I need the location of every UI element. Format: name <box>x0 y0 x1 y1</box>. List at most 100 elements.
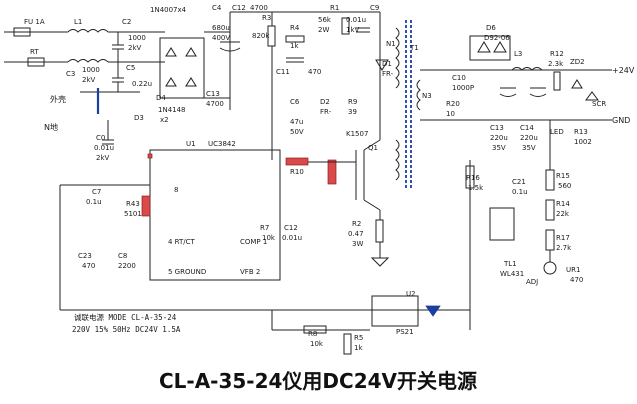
label-ur1-value: 470 <box>570 276 583 284</box>
label-c10: C10 <box>452 74 466 82</box>
label-c8: C8 <box>118 252 127 260</box>
optocoupler-body <box>371 295 419 327</box>
opto-led-icon <box>425 305 441 317</box>
thermistor-label: RT <box>30 48 39 56</box>
label-r3-value: 820k <box>252 32 270 40</box>
label-r14: R14 <box>556 200 570 208</box>
label-led: LED <box>550 128 564 136</box>
control-ic: U1 UC3842 8 4 RT/CT 5 GROUND COMP 1 VFB … <box>59 140 470 311</box>
label-r15: R15 <box>556 172 570 180</box>
label-r43: R43 <box>126 200 140 208</box>
label-c2: C2 <box>122 18 131 26</box>
label-tl1-part: WL431 <box>500 270 524 278</box>
label-zd2: ZD2 <box>570 58 585 66</box>
label-r10: R10 <box>290 168 304 176</box>
label-c13-left: C13 <box>206 90 220 98</box>
fuse-label: FU 1A <box>24 18 45 26</box>
label-r13: R13 <box>574 128 588 136</box>
ic-part: UC3842 <box>208 140 236 148</box>
label-c13: C13 <box>490 124 504 132</box>
choke-coil-top <box>67 29 109 33</box>
label-r4: R4 <box>290 24 300 32</box>
label-c9: C9 <box>370 4 379 12</box>
label-r20: R20 <box>446 100 460 108</box>
r2-highlight <box>327 159 337 185</box>
output-plus-label: +24V <box>612 66 635 75</box>
highlighted-resistors <box>141 157 337 217</box>
label-u2: U2 <box>406 290 416 298</box>
diagram-caption: CL-A-35-24仪用DC24V开关电源 <box>159 369 477 393</box>
fuse-symbol <box>13 27 31 37</box>
label-c11: C11 <box>276 68 290 76</box>
model-note: 诚联电源 MODE CL-A-35-24 220V 15% 50Hz DC24V… <box>72 312 181 334</box>
label-r43-value: 5101 <box>124 210 142 218</box>
label-c21-value: 0.1u <box>512 188 528 196</box>
label-r2-value: 0.47 <box>348 230 364 238</box>
label-c13-left-value: 4700 <box>206 100 224 108</box>
choke-coil-bottom <box>67 59 109 63</box>
ic-pin-4: 4 RT/CT <box>168 238 196 246</box>
r43-body <box>141 195 151 217</box>
label-r12: R12 <box>550 50 564 58</box>
label-c9-value: 0.01u <box>346 16 366 24</box>
label-ur1: UR1 <box>566 266 580 274</box>
ic-ref: U1 <box>186 140 196 148</box>
label-c3-rating: 2kV <box>82 76 96 84</box>
choke-label: L1 <box>74 18 82 26</box>
shell-label: 外壳 <box>50 94 66 104</box>
label-c6: C6 <box>290 98 300 106</box>
label-r1: R1 <box>330 4 339 12</box>
label-c13-rating: 35V <box>492 144 506 152</box>
label-c4: C4 <box>212 4 222 12</box>
label-adj: ADJ <box>526 278 538 286</box>
label-r12-value: 2.3k <box>548 60 564 68</box>
label-n3: N3 <box>422 92 432 100</box>
label-d3-count: x2 <box>160 116 169 124</box>
label-c0-value: 0.01u <box>94 144 114 152</box>
label-r15-value: 560 <box>558 182 571 190</box>
label-c12-top: C12 <box>232 4 246 12</box>
feedback-network <box>271 120 557 355</box>
label-d1: D1 <box>382 60 392 68</box>
label-r7-value: 10k <box>262 234 276 242</box>
bridge-rectifier <box>159 31 230 99</box>
label-c7: C7 <box>92 188 101 196</box>
label-r8: R8 <box>308 330 317 338</box>
label-d6: D6 <box>486 24 496 32</box>
label-c12-fb: C12 <box>284 224 298 232</box>
label-c5: C5 <box>126 64 135 72</box>
r10-body <box>285 157 309 166</box>
label-c23: C23 <box>78 252 92 260</box>
label-c4-value: 680u <box>212 24 230 32</box>
component-labels: C2 1000 2kV C3 1000 2kV C5 0.22u 1N4007x… <box>66 4 606 352</box>
label-c4-rating: 400V <box>212 34 230 42</box>
label-t1: T1 <box>409 44 419 52</box>
model-note-line1: 诚联电源 MODE CL-A-35-24 <box>74 312 177 322</box>
label-r16: R16 <box>466 174 480 182</box>
label-c9-rating: 1kV <box>346 26 360 34</box>
label-c8-value: 2200 <box>118 262 136 270</box>
label-r1-value: 56k <box>318 16 332 24</box>
label-bridge: 1N4007x4 <box>150 6 187 14</box>
label-c0-rating: 2kV <box>96 154 110 162</box>
label-c0: C0 <box>96 134 105 142</box>
ic-body <box>149 149 281 281</box>
label-q1: Q1 <box>368 144 378 152</box>
label-d3: D3 <box>134 114 144 122</box>
label-r1-rating: 2W <box>318 26 329 34</box>
label-c12-fb-value: 0.01u <box>282 234 302 242</box>
thermistor-symbol <box>27 57 45 67</box>
label-d2-part: FR- <box>320 108 332 116</box>
label-r5-value: 1k <box>354 344 363 352</box>
label-r9-value: 39 <box>348 108 357 116</box>
label-c3-value: 1000 <box>82 66 100 74</box>
label-u2-part: PS21 <box>396 328 414 336</box>
label-c23-value: 470 <box>82 262 95 270</box>
mosfet <box>308 12 390 267</box>
label-k1507: K1507 <box>346 130 368 138</box>
label-d3-part: 1N4148 <box>158 106 186 114</box>
label-r5: R5 <box>354 334 363 342</box>
label-n1: N1 <box>386 40 396 48</box>
startup-network <box>267 12 389 160</box>
label-r3: R3 <box>262 14 271 22</box>
